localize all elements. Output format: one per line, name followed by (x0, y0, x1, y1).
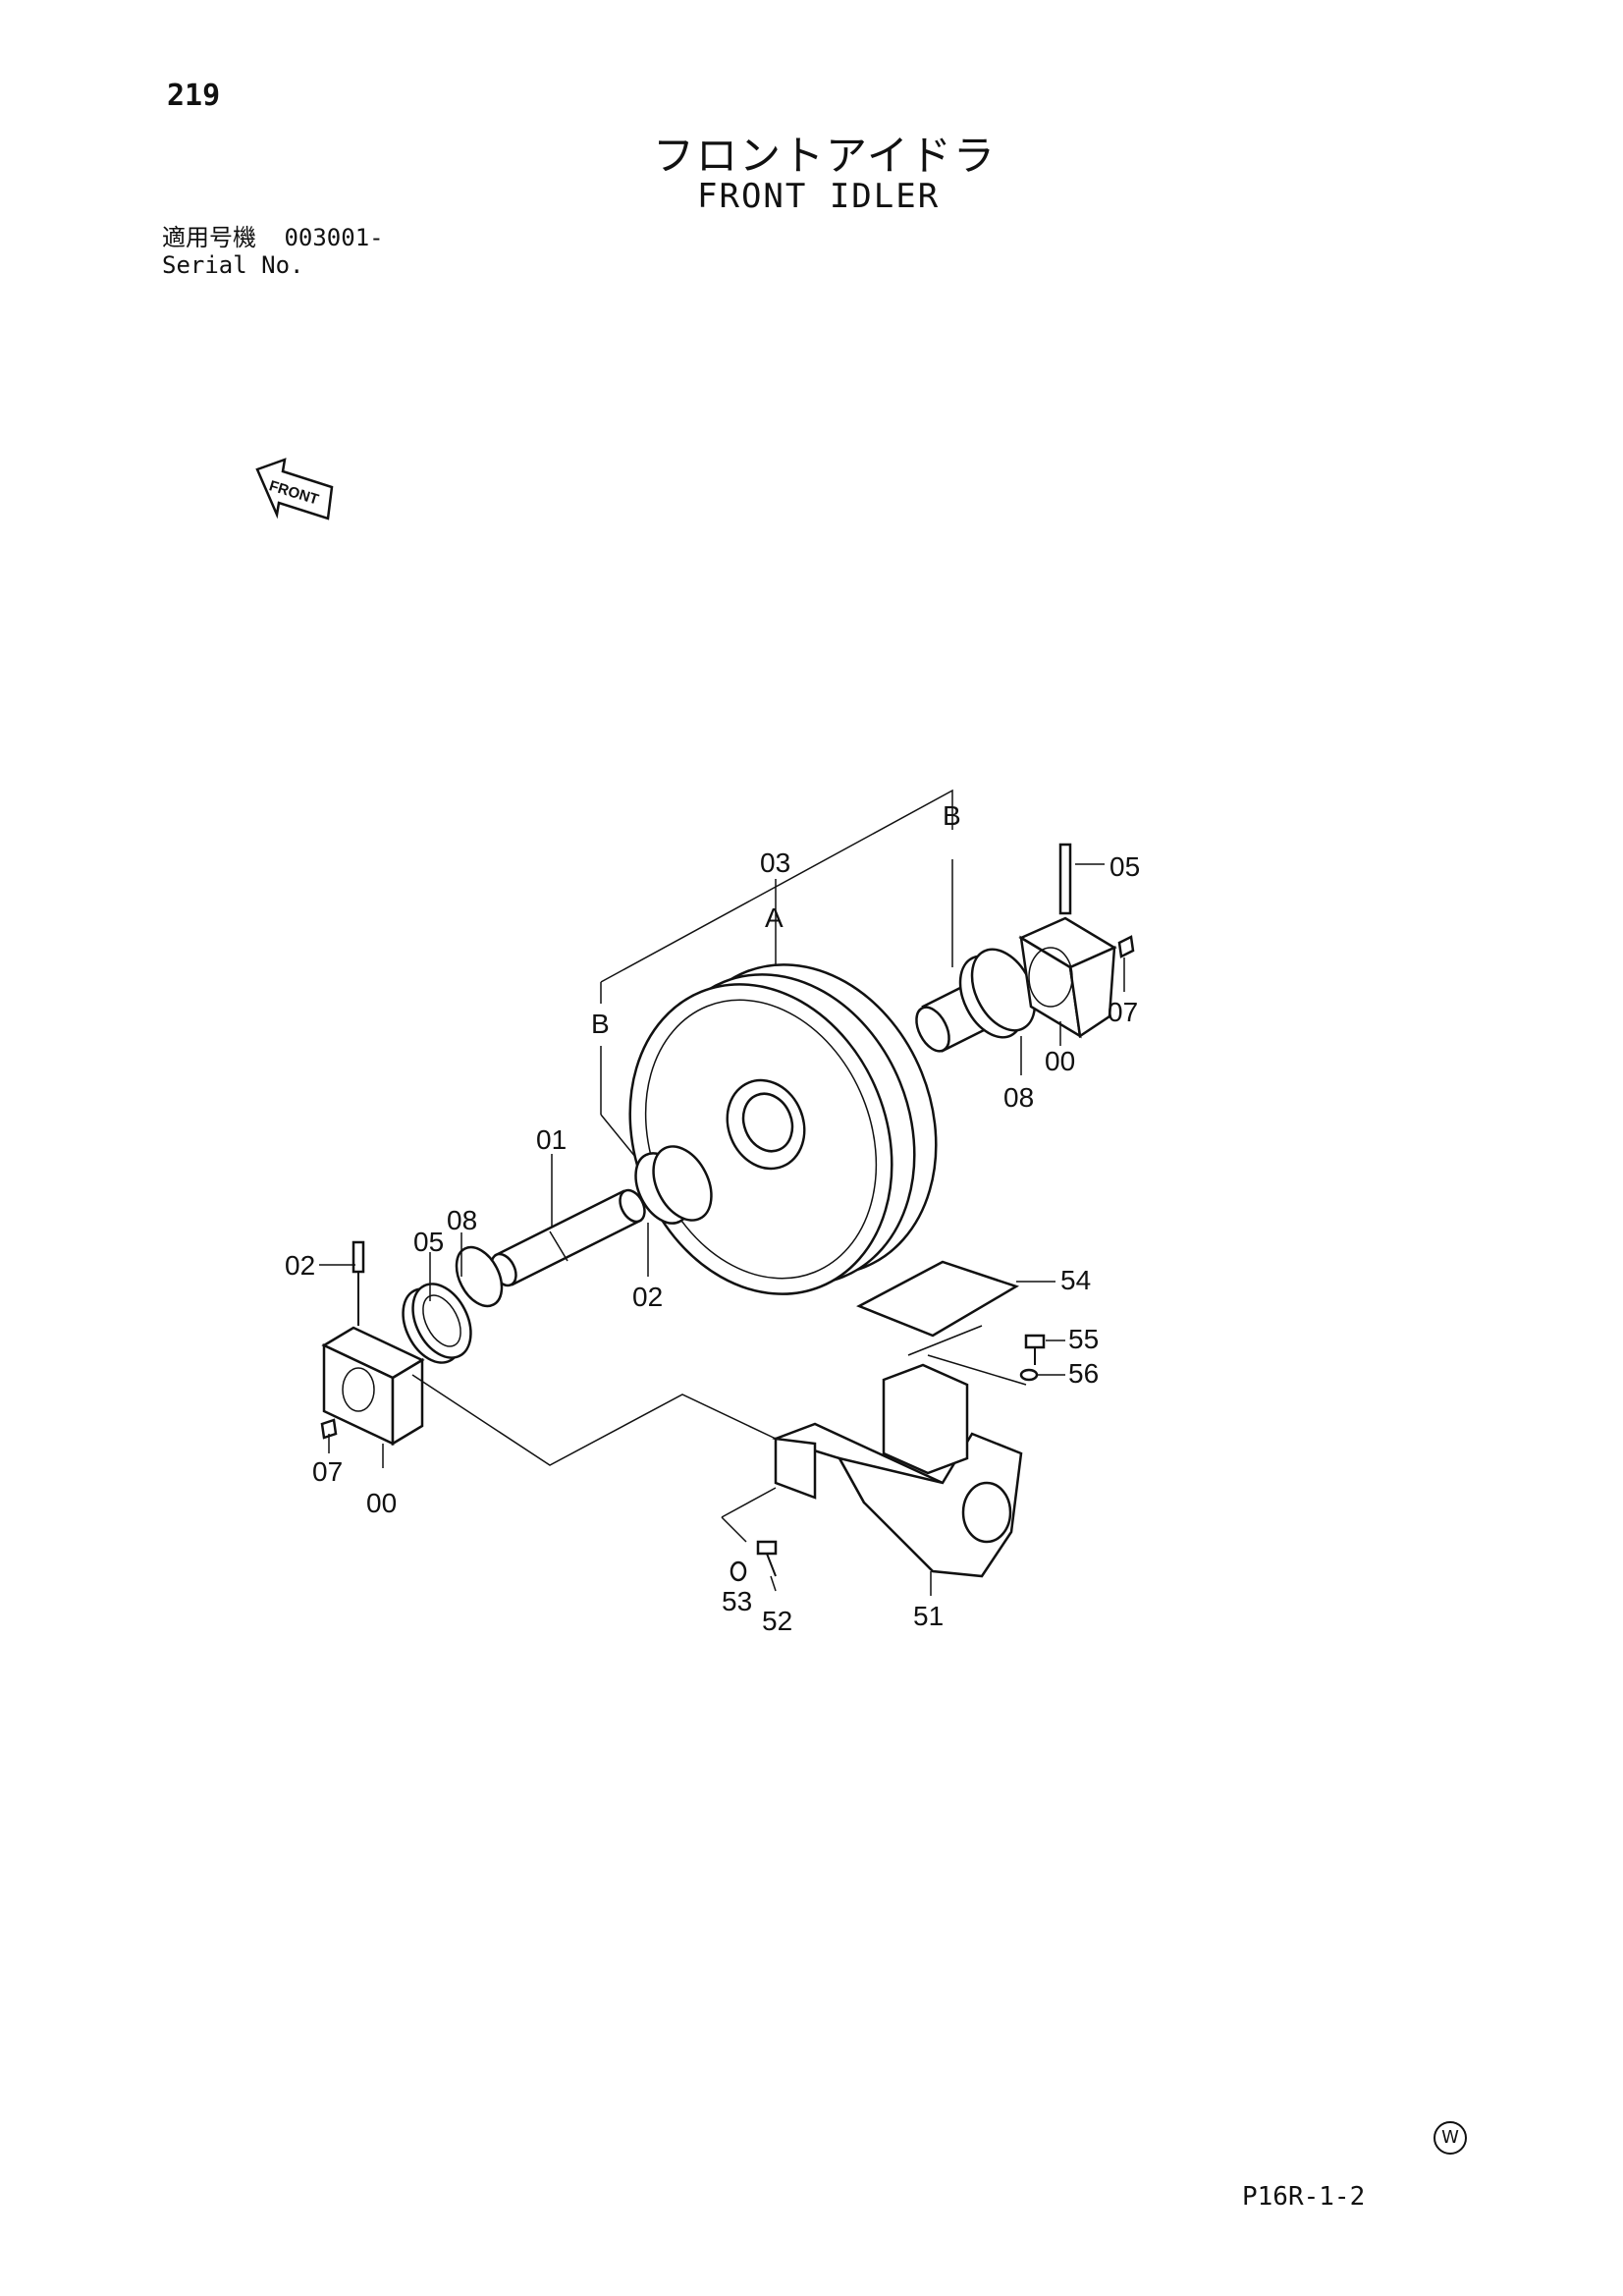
view-label-b-left: B (591, 1009, 610, 1039)
serial-label-en: Serial No. (162, 251, 304, 279)
serial-range: 適用号機 003001- (162, 224, 384, 251)
callout-55: 55 (1068, 1324, 1099, 1354)
callout-00-left: 00 (366, 1488, 397, 1518)
title-english: FRONT IDLER (697, 177, 941, 216)
callout-53: 53 (722, 1586, 752, 1616)
callout-56: 56 (1068, 1358, 1099, 1389)
callout-07-right: 07 (1108, 997, 1138, 1027)
callout-52: 52 (762, 1606, 792, 1636)
assembly-center-lines (411, 1354, 1027, 1543)
cover-plate (856, 1260, 1020, 1356)
callout-leaders (319, 863, 1125, 1596)
manufacturer-mark-icon: W (1434, 2121, 1467, 2155)
callout-02-lower: 02 (632, 1282, 663, 1312)
page-number: 219 (167, 79, 221, 113)
right-seal-collar (915, 948, 1037, 1053)
view-label-a: A (765, 902, 784, 933)
left-bracket (320, 1240, 425, 1447)
callout-08-left: 05 (413, 1227, 444, 1257)
callout-05-left: 02 (285, 1250, 315, 1281)
callout-05-right: 05 (1109, 851, 1140, 882)
idler-shaft (455, 1145, 713, 1308)
hardware (730, 1334, 1046, 1582)
support-frame (772, 1363, 1023, 1578)
callout-54: 54 (1060, 1265, 1091, 1295)
view-label-b-right: B (943, 800, 961, 831)
callout-51: 51 (913, 1601, 944, 1631)
front-direction-arrow-icon: FRONT (255, 458, 334, 520)
serial-value: 003001- (284, 224, 384, 251)
callout-02-upper: 08 (447, 1205, 477, 1235)
drawing-code: P16R-1-2 (1242, 2182, 1366, 2212)
right-bracket (1018, 843, 1135, 1039)
callout-03: 03 (760, 847, 790, 878)
callout-00-right: 00 (1045, 1046, 1075, 1076)
left-seal (402, 1283, 472, 1364)
callout-08-right: 08 (1003, 1082, 1034, 1113)
callout-07-left: 07 (312, 1456, 343, 1487)
title-japanese: フロントアイドラ (653, 132, 997, 180)
serial-label-jp: 適用号機 (162, 224, 256, 251)
callout-01: 01 (536, 1124, 567, 1155)
